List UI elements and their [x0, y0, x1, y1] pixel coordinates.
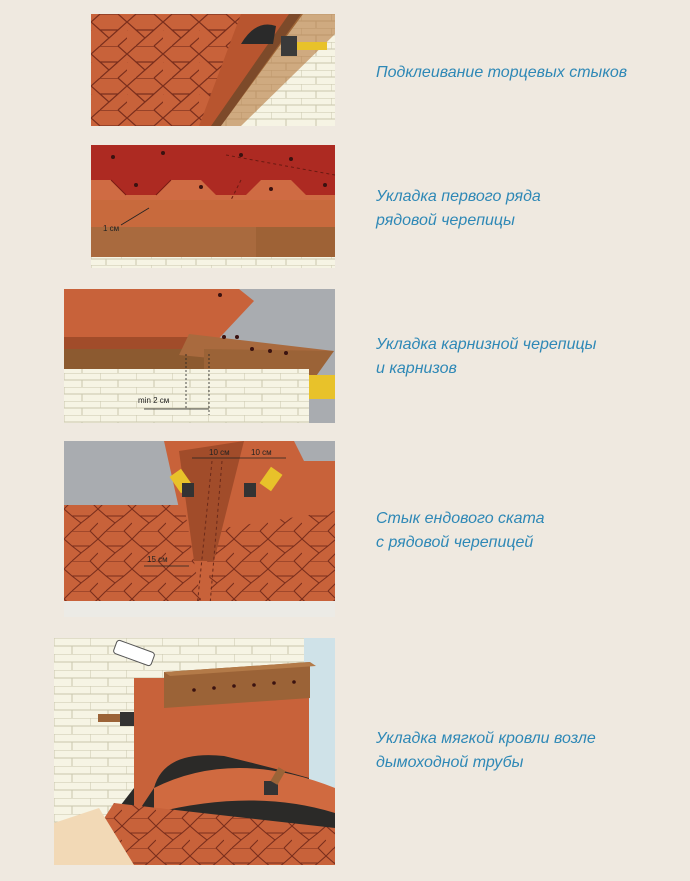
step-4-illustration: 10 см 10 см 15 см: [64, 441, 335, 617]
caption-line: и карнизов: [376, 360, 457, 377]
step-3-caption: Укладка карнизной черепицы и карнизов: [376, 333, 596, 381]
step-1-caption: Подклеивание торцевых стыков: [376, 61, 627, 85]
step-2-illustration: 1 см: [91, 145, 335, 268]
caption-line: Укладка первого ряда: [376, 188, 541, 205]
caption-line: Стык ендового ската: [376, 510, 545, 527]
dimension-label: 15 см: [147, 555, 168, 564]
dimension-label: min 2 см: [138, 396, 169, 405]
caption-line: Подклеивание торцевых стыков: [376, 64, 628, 81]
dimension-label: 1 см: [103, 224, 119, 233]
step-5-caption: Укладка мягкой кровли возле дымоходной т…: [376, 727, 596, 775]
step-5-illustration: [54, 638, 335, 865]
step-2-caption: Укладка первого ряда рядовой черепицы: [376, 185, 541, 233]
step-1-illustration: [91, 14, 335, 126]
caption-line: рядовой черепицы: [376, 212, 515, 229]
step-3-illustration: min 2 см: [64, 289, 335, 423]
caption-line: дымоходной трубы: [376, 754, 524, 771]
caption-line: с рядовой черепицей: [376, 534, 534, 551]
step-4-caption: Стык ендового ската с рядовой черепицей: [376, 507, 545, 555]
dimension-label: 10 см: [209, 448, 230, 457]
caption-line: Укладка карнизной черепицы: [376, 336, 597, 353]
caption-line: Укладка мягкой кровли возле: [376, 730, 596, 747]
dimension-label: 10 см: [251, 448, 272, 457]
